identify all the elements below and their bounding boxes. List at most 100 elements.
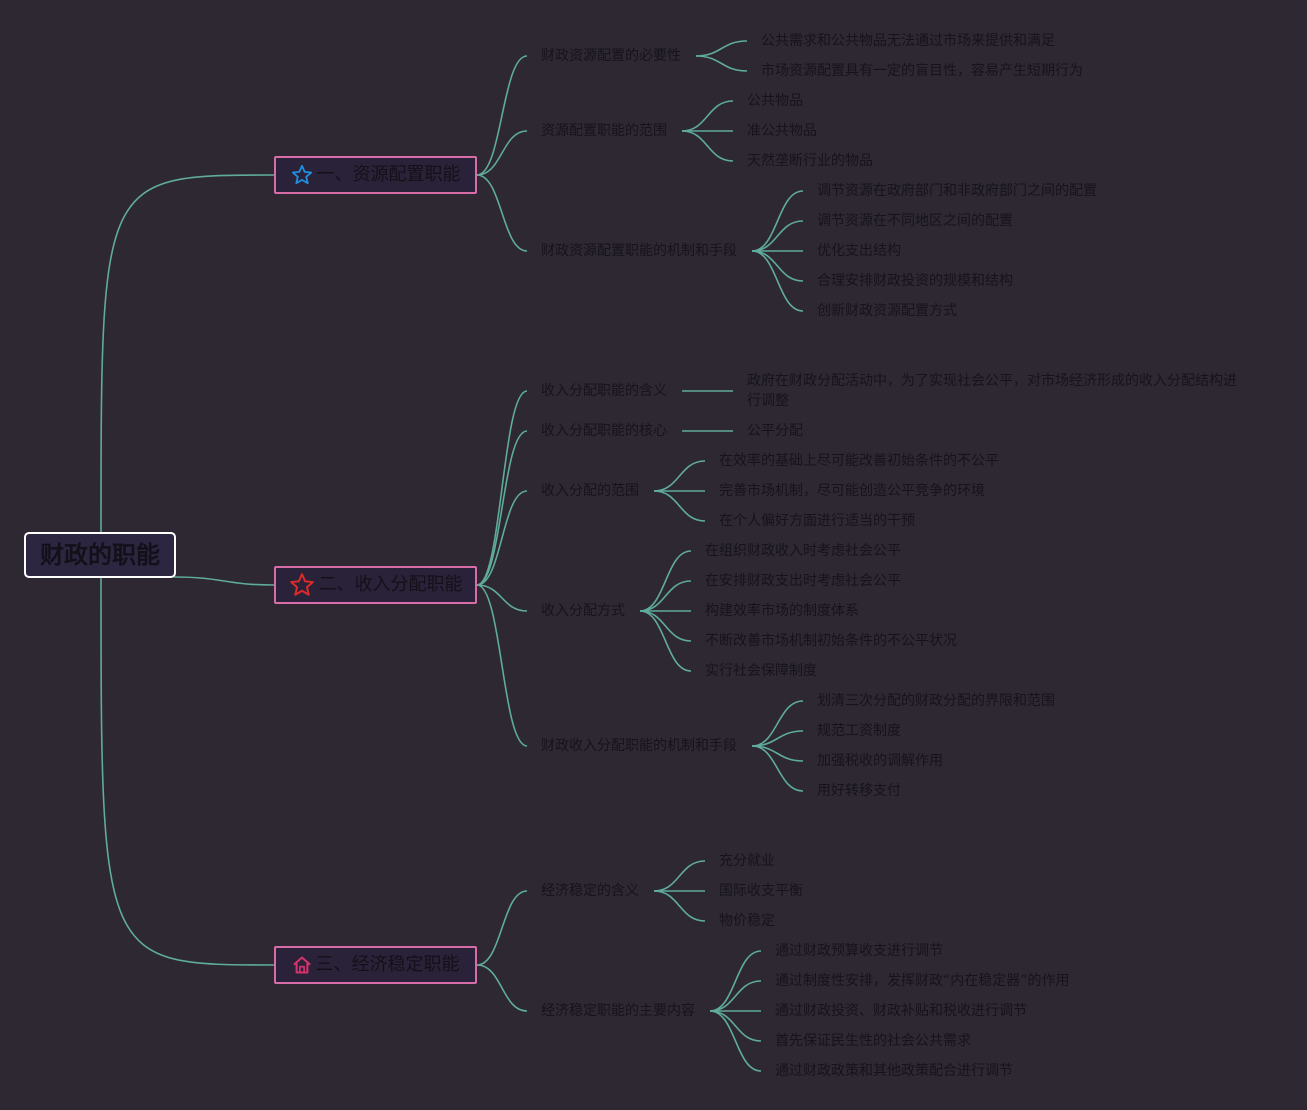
leaf-label: 物价稳定 (719, 913, 775, 929)
sub-node[interactable]: 收入分配方式 (541, 601, 625, 621)
leaf-label: 合理安排财政投资的规模和结构 (817, 273, 1013, 289)
sub-node[interactable]: 财政收入分配职能的机制和手段 (541, 736, 737, 756)
branch-label: 二、收入分配职能 (318, 574, 463, 595)
root-link (100, 174, 275, 533)
leaf-node[interactable]: 用好转移支付 (817, 781, 901, 801)
leaf-label: 通过财政投资、财政补贴和税收进行调节 (775, 1003, 1027, 1019)
leaf-label: 不断改善市场机制初始条件的不公平状况 (705, 633, 957, 649)
leaf-node[interactable]: 国际收支平衡 (719, 881, 803, 901)
leaf-link (639, 610, 692, 672)
leaf-node[interactable]: 公平分配 (747, 421, 803, 441)
leaf-node[interactable]: 合理安排财政投资的规模和结构 (817, 271, 1013, 291)
sub-node[interactable]: 收入分配职能的核心 (541, 421, 667, 441)
leaf-link (653, 860, 706, 892)
leaf-node[interactable]: 公共物品 (747, 91, 803, 111)
leaf-node[interactable]: 在个人偏好方面进行适当的干预 (719, 511, 915, 531)
leaf-node[interactable]: 市场资源配置具有一定的盲目性，容易产生短期行为 (761, 61, 1083, 81)
leaf-node[interactable]: 创新财政资源配置方式 (817, 301, 957, 321)
leaf-label: 实行社会保障制度 (705, 663, 817, 679)
leaf-label: 公共物品 (747, 93, 803, 109)
branch-node-resource-allocation[interactable]: 一、资源配置职能 (274, 156, 477, 194)
sub-node[interactable]: 收入分配职能的含义 (541, 381, 667, 401)
leaf-node[interactable]: 通过财政政策和其他政策配合进行调节 (775, 1061, 1013, 1081)
leaf-node[interactable]: 通过财政投资、财政补贴和税收进行调节 (775, 1001, 1027, 1021)
leaf-label: 用好转移支付 (817, 783, 901, 799)
leaf-label: 完善市场机制，尽可能创造公平竞争的环境 (719, 483, 985, 499)
leaf-node[interactable]: 调节资源在不同地区之间的配置 (817, 211, 1013, 231)
leaf-node[interactable]: 不断改善市场机制初始条件的不公平状况 (705, 631, 957, 651)
leaf-link (653, 890, 706, 922)
sub-label: 财政收入分配职能的机制和手段 (541, 738, 737, 754)
leaf-node[interactable]: 调节资源在政府部门和非政府部门之间的配置 (817, 181, 1097, 201)
leaf-link (751, 250, 804, 312)
leaf-label: 规范工资制度 (817, 723, 901, 739)
leaf-node[interactable]: 在效率的基础上尽可能改善初始条件的不公平 (719, 451, 999, 471)
branch-link (476, 390, 528, 586)
leaf-node[interactable]: 划清三次分配的财政分配的界限和范围 (817, 691, 1055, 711)
leaf-node[interactable]: 实行社会保障制度 (705, 661, 817, 681)
leaf-node[interactable]: 公共需求和公共物品无法通过市场来提供和满足 (761, 31, 1055, 51)
leaf-label: 通过财政政策和其他政策配合进行调节 (775, 1063, 1013, 1079)
leaf-node[interactable]: 政府在财政分配活动中，为了实现社会公平，对市场经济形成的收入分配结构进行调整 (747, 371, 1247, 411)
leaf-node[interactable]: 充分就业 (719, 851, 775, 871)
leaf-link (709, 980, 762, 1012)
leaf-label: 市场资源配置具有一定的盲目性，容易产生短期行为 (761, 63, 1083, 79)
leaf-label: 调节资源在不同地区之间的配置 (817, 213, 1013, 229)
leaf-link (695, 55, 748, 72)
leaf-link (751, 190, 804, 252)
leaf-link (751, 700, 804, 747)
leaf-label: 准公共物品 (747, 123, 817, 139)
leaf-label: 创新财政资源配置方式 (817, 303, 957, 319)
leaf-node[interactable]: 物价稳定 (719, 911, 775, 931)
leaf-link (709, 950, 762, 1012)
sub-node[interactable]: 财政资源配置职能的机制和手段 (541, 241, 737, 261)
leaf-link (751, 250, 804, 282)
leaf-node[interactable]: 在安排财政支出时考虑社会公平 (705, 571, 901, 591)
sub-label: 收入分配方式 (541, 603, 625, 619)
leaf-link (709, 1010, 762, 1072)
leaf-label: 政府在财政分配活动中，为了实现社会公平，对市场经济形成的收入分配结构进行调整 (747, 373, 1237, 409)
leaf-node[interactable]: 加强税收的调解作用 (817, 751, 943, 771)
leaf-link (751, 220, 804, 252)
leaf-node[interactable]: 首先保证民生性的社会公共需求 (775, 1031, 971, 1051)
sub-node[interactable]: 经济稳定职能的主要内容 (541, 1001, 695, 1021)
leaf-node[interactable]: 在组织财政收入时考虑社会公平 (705, 541, 901, 561)
leaf-node[interactable]: 天然垄断行业的物品 (747, 151, 873, 171)
leaf-label: 通过财政预算收支进行调节 (775, 943, 943, 959)
leaf-node[interactable]: 通过制度性安排，发挥财政“内在稳定器”的作用 (775, 971, 1070, 991)
sub-node[interactable]: 财政资源配置的必要性 (541, 46, 681, 66)
leaf-label: 加强税收的调解作用 (817, 753, 943, 769)
leaf-node[interactable]: 规范工资制度 (817, 721, 901, 741)
sub-node[interactable]: 收入分配的范围 (541, 481, 639, 501)
leaf-label: 国际收支平衡 (719, 883, 803, 899)
sub-node[interactable]: 经济稳定的含义 (541, 881, 639, 901)
branch-node-economic-stability[interactable]: 三、经济稳定职能 (274, 946, 477, 984)
branch-link (476, 964, 528, 1012)
leaf-link (639, 550, 692, 612)
leaf-node[interactable]: 构建效率市场的制度体系 (705, 601, 859, 621)
leaf-node[interactable]: 完善市场机制，尽可能创造公平竞争的环境 (719, 481, 985, 501)
branch-link (476, 890, 528, 966)
branch-label: 一、资源配置职能 (316, 164, 461, 185)
leaf-node[interactable]: 通过财政预算收支进行调节 (775, 941, 943, 961)
branch-link (476, 490, 528, 586)
leaf-node[interactable]: 优化支出结构 (817, 241, 901, 261)
branch-link (476, 430, 528, 586)
sub-label: 收入分配的范围 (541, 483, 639, 499)
leaf-label: 优化支出结构 (817, 243, 901, 259)
branch-link (476, 584, 528, 612)
leaf-link (695, 40, 748, 57)
leaf-node[interactable]: 准公共物品 (747, 121, 817, 141)
leaf-label: 通过制度性安排，发挥财政“内在稳定器”的作用 (775, 973, 1070, 989)
leaf-label: 在个人偏好方面进行适当的干预 (719, 513, 915, 529)
sub-label: 经济稳定职能的主要内容 (541, 1003, 695, 1019)
branch-node-income-distribution[interactable]: 二、收入分配职能 (274, 566, 477, 604)
root-node[interactable]: 财政的职能 (24, 532, 176, 578)
leaf-label: 在安排财政支出时考虑社会公平 (705, 573, 901, 589)
leaf-link (681, 100, 734, 132)
leaf-link (653, 490, 706, 522)
sub-node[interactable]: 资源配置职能的范围 (541, 121, 667, 141)
branch-link (476, 130, 528, 176)
